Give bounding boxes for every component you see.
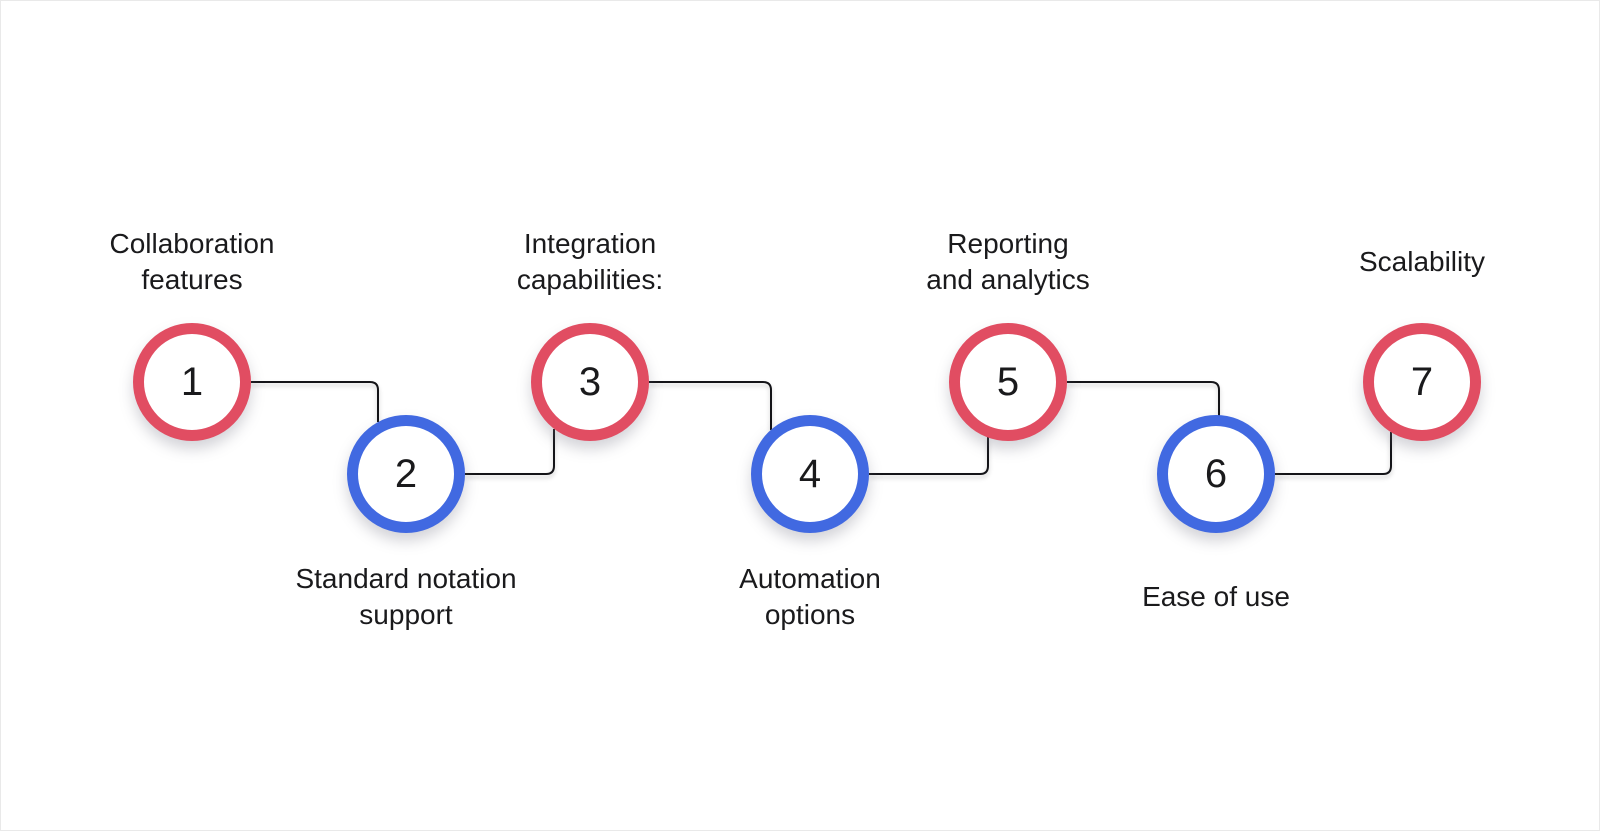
step-label-3: Integration capabilities: [440,226,740,298]
step-number-6: 6 [1204,452,1228,496]
step-number-4: 4 [798,452,822,496]
connector-6-7 [1275,432,1392,475]
step-node-6: 6 [1157,415,1275,533]
step-label-2: Standard notation support [256,561,556,633]
connector-4-5 [869,437,989,475]
connector-2-3 [465,429,555,475]
step-node-2: 2 [347,415,465,533]
label-line: Automation [739,563,881,594]
connector-3-4 [649,381,772,430]
label-line: Ease of use [1142,581,1290,612]
label-line: Reporting [947,228,1069,259]
connector-1-2 [251,381,379,422]
step-node-3: 3 [531,323,649,441]
step-label-1: Collaboration features [42,226,342,298]
label-line: Scalability [1358,246,1486,277]
label-line: support [359,599,453,630]
connector-5-6 [1067,381,1220,416]
step-node-7: 7 [1363,323,1481,441]
step-label-4: Automation options [660,561,960,633]
step-number-7: 7 [1410,360,1434,404]
label-line: and analytics [926,264,1090,295]
step-node-4: 4 [751,415,869,533]
step-number-2: 2 [394,452,418,496]
label-line: options [764,599,856,630]
step-number-3: 3 [578,360,602,404]
step-label-6: Ease of use [1066,561,1366,633]
label-line: Standard notation [295,563,517,594]
step-node-1: 1 [133,323,251,441]
step-label-7: Scalability [1272,226,1572,298]
step-node-5: 5 [949,323,1067,441]
label-line: Integration [523,228,657,259]
step-number-5: 5 [996,360,1020,404]
label-line: features [141,264,243,295]
step-label-5: Reporting and analytics [858,226,1158,298]
label-line: capabilities: [516,264,664,295]
step-number-1: 1 [180,360,204,404]
label-line: Collaboration [109,228,275,259]
